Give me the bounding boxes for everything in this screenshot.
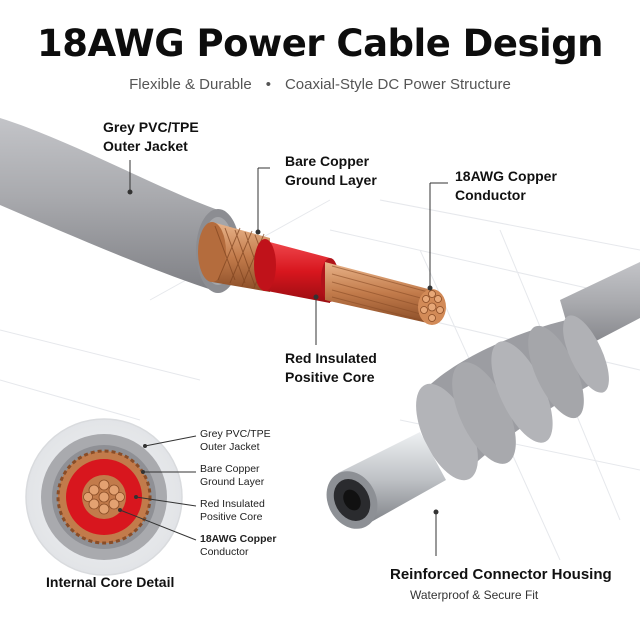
page-subtitle: Flexible & Durable • Coaxial-Style DC Powe… [0,76,640,93]
callout-positive-core-line1: Red Insulated [285,350,377,366]
subtitle-separator: • [265,76,271,93]
page-title: 18AWG Power Cable Design [36,22,604,65]
callout-ground-layer: Bare Copper Ground Layer [285,152,377,190]
callout-outer-jacket-line1: Grey PVC/TPE [103,119,199,135]
core-detail-diagram [25,418,183,576]
detail-label-jacket: Grey PVC/TPE Outer Jacket [200,428,271,454]
cable-jacket [0,118,218,292]
detail-label-jacket-line2: Outer Jacket [200,441,260,453]
detail-label-conductor-line2: Conductor [200,546,249,558]
detail-label-ground-line2: Ground Layer [200,476,265,488]
callout-positive-core-line2: Positive Core [285,369,375,385]
connector-housing [416,315,609,481]
detail-label-conductor-line1: 18AWG Copper [200,533,277,545]
detail-leader-lines [119,435,197,541]
detail-label-ground-line1: Bare Copper [200,463,260,475]
connector-subcaption: Waterproof & Secure Fit [410,588,539,602]
callout-conductor-line2: Conductor [455,187,526,203]
callout-outer-jacket-line2: Outer Jacket [103,138,188,154]
leader-lines [129,160,448,345]
callout-ground-layer-line2: Ground Layer [285,172,377,188]
detail-label-core-line2: Positive Core [200,511,263,523]
connector-caption: Reinforced Connector Housing [390,566,612,583]
barrel-plug [326,432,446,529]
detail-label-core: Red Insulated Positive Core [200,498,265,524]
detail-caption: Internal Core Detail [46,574,175,590]
callout-ground-layer-line1: Bare Copper [285,153,370,169]
callout-outer-jacket: Grey PVC/TPE Outer Jacket [103,118,199,156]
detail-label-core-line1: Red Insulated [200,498,265,510]
red-insulation [262,240,330,303]
copper-conductor [325,262,432,324]
detail-label-jacket-line1: Grey PVC/TPE [200,428,271,440]
detail-label-conductor: 18AWG Copper Conductor [200,533,276,559]
callout-positive-core: Red Insulated Positive Core [285,349,377,387]
subtitle-left: Flexible & Durable [129,76,252,93]
detail-label-ground: Bare Copper Ground Layer [200,463,264,489]
callout-conductor: 18AWG Copper Conductor [455,167,557,205]
callout-conductor-line1: 18AWG Copper [455,168,557,184]
subtitle-right: Coaxial-Style DC Power Structure [284,76,511,93]
